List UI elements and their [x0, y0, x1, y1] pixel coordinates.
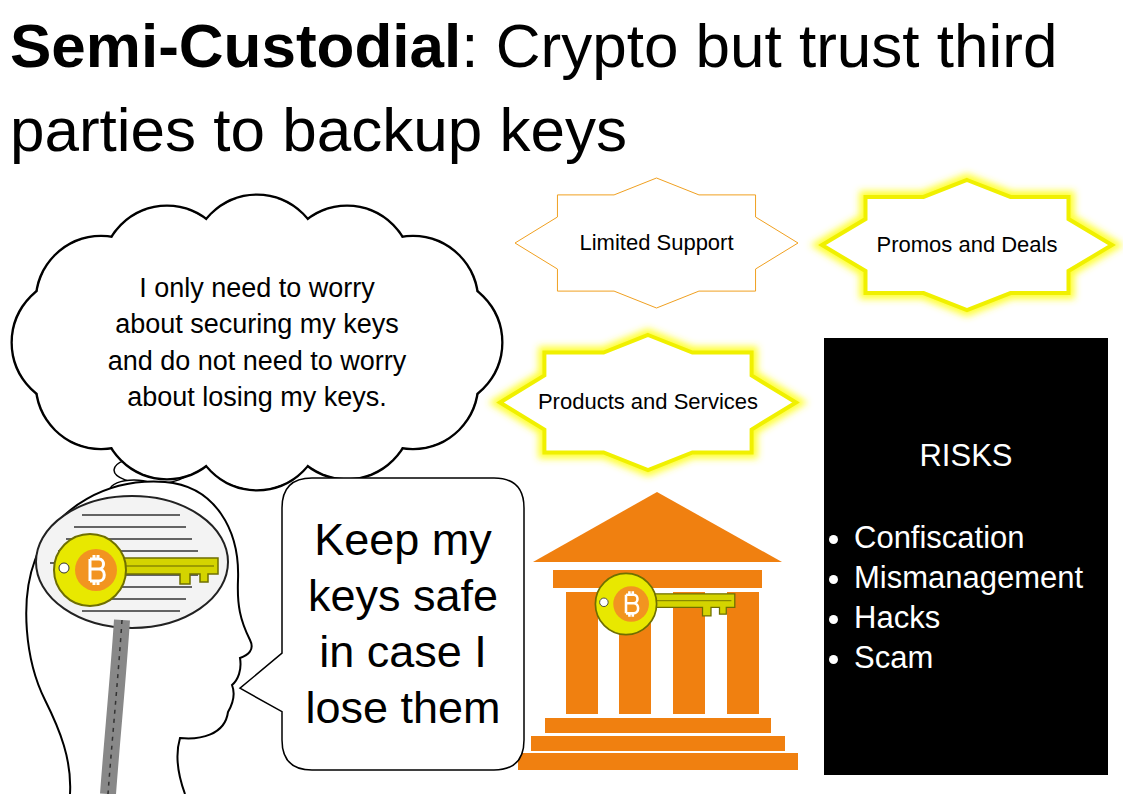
- badge-star-text: Products and Services: [517, 389, 779, 415]
- badge-star: Promos and Deals: [822, 180, 1112, 310]
- thought-cloud-text: I only need to worry about securing my k…: [107, 270, 407, 416]
- badge-star: Limited Support: [515, 178, 798, 308]
- speech-bubble: Keep my keys safe in case I lose them: [282, 478, 524, 770]
- bank-building: [518, 492, 798, 770]
- speech-bubble-text: Keep my keys safe in case I lose them: [293, 512, 513, 737]
- title: Semi-Custodial: Crypto but trust third p…: [10, 4, 1120, 172]
- risk-list: ConfiscationMismanagementHacksScam: [828, 518, 1083, 678]
- thought-cloud-outline: [12, 195, 502, 490]
- risk-panel-outline: [824, 338, 1108, 775]
- risk-panel: RISKS ConfiscationMismanagementHacksScam: [824, 338, 1108, 775]
- risk-item: Hacks: [854, 598, 1083, 638]
- risk-item: Scam: [854, 638, 1083, 678]
- badge-star-text: Promos and Deals: [842, 232, 1092, 258]
- risk-item: Confiscation: [854, 518, 1083, 558]
- risk-item: Mismanagement: [854, 558, 1083, 598]
- badge-star-text: Limited Support: [537, 230, 777, 256]
- thought-cloud: I only need to worry about securing my k…: [12, 195, 502, 490]
- head-figure: [26, 482, 251, 794]
- bitcoin-key: [595, 573, 734, 634]
- risk-heading: RISKS: [919, 438, 1012, 474]
- badge-star: Products and Services: [500, 335, 796, 470]
- bitcoin-key: [54, 534, 218, 606]
